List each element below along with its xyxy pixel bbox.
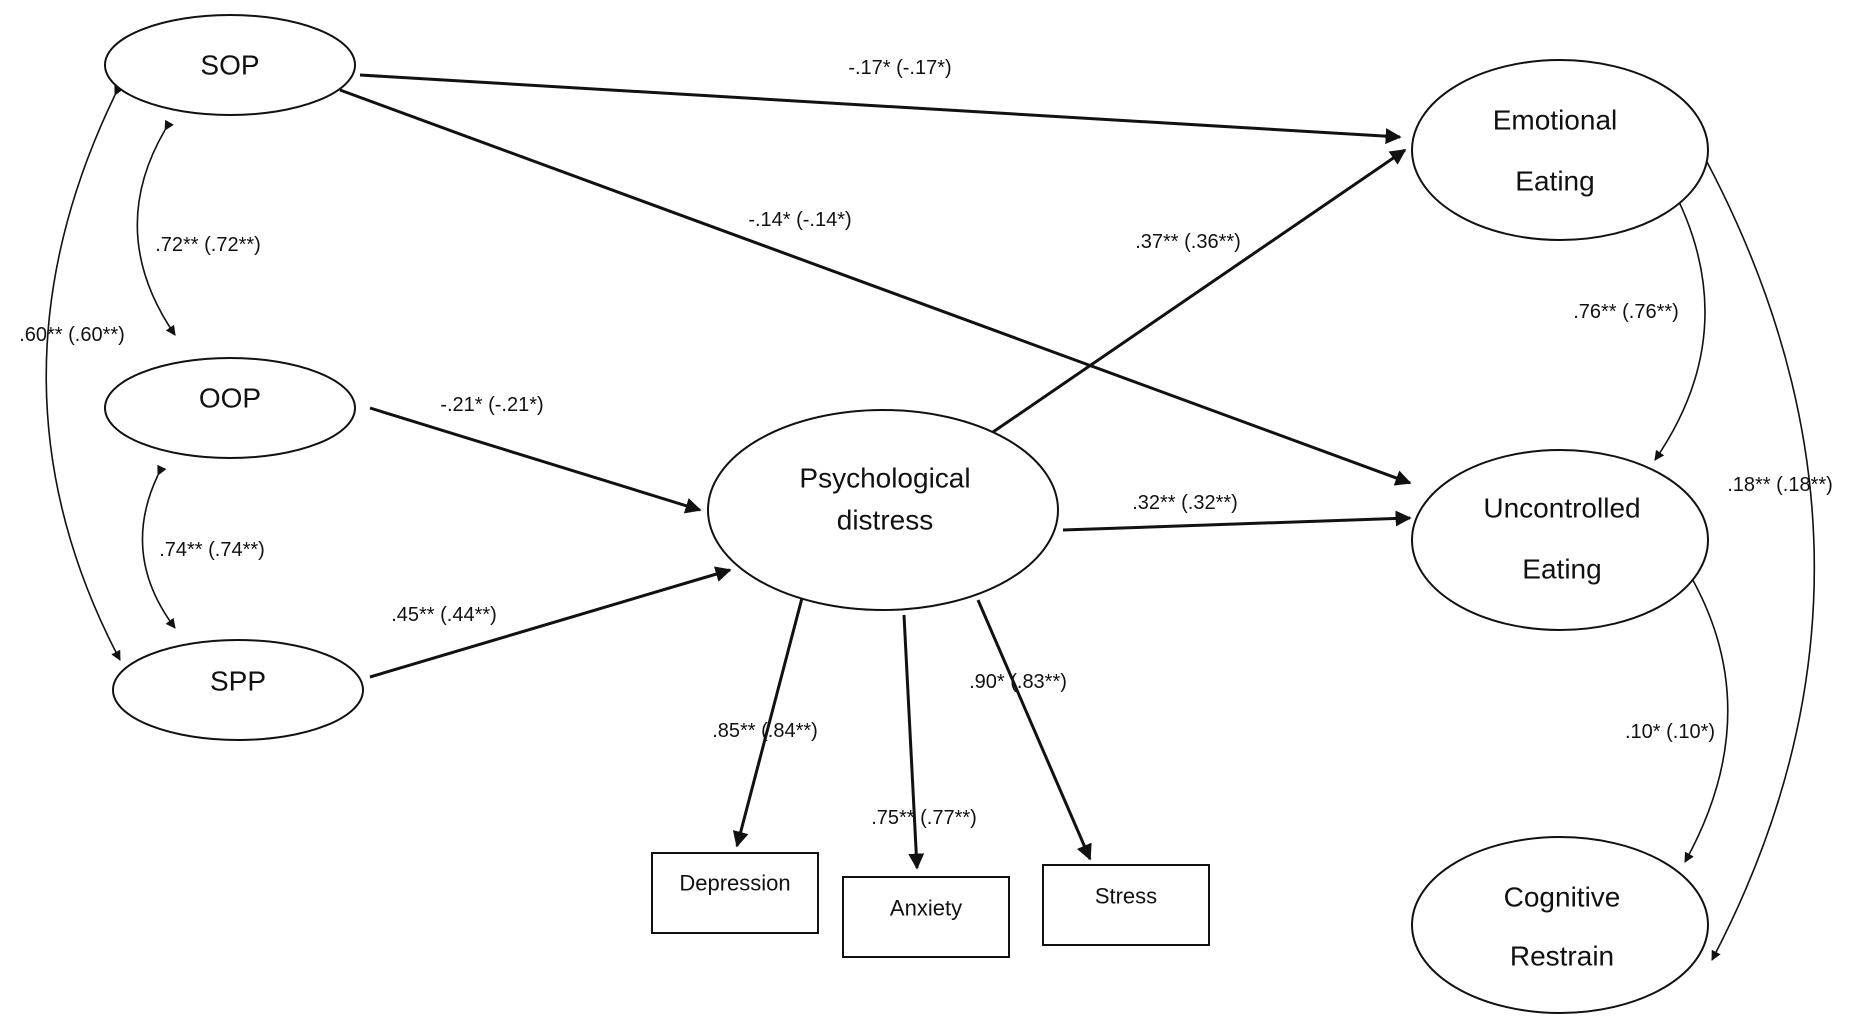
- coef-sop-uncontrolled-eating: -.14* (-.14*): [748, 209, 851, 231]
- node-psych-label-line2: distress: [837, 505, 933, 536]
- path-psych-anxiety: [902, 614, 925, 870]
- cov-emotional-cognitive: [1663, 89, 1816, 961]
- coef-emotional-uncontrolled: .76** (.76**): [1573, 301, 1679, 323]
- node-uncontrolled-eating-label-line2: Eating: [1522, 554, 1601, 585]
- node-oop-ellipse: [104, 357, 356, 459]
- node-anxiety-box: [842, 876, 1010, 958]
- coef-oop-psych: -.21* (-.21*): [440, 394, 543, 416]
- cov-uncontrolled-cognitive: [1681, 564, 1729, 863]
- node-depression-box: [651, 852, 819, 934]
- node-uncontrolled-eating-label-line1: Uncontrolled: [1483, 493, 1640, 524]
- node-cognitive-restrain-label-line1: Cognitive: [1504, 882, 1621, 913]
- path-psych-stress: [976, 599, 1092, 861]
- path-sop-emotional-eating: [359, 73, 1402, 145]
- node-emotional-eating-label-line2: Eating: [1515, 166, 1594, 197]
- coef-emotional-cognitive: .18** (.18**): [1727, 474, 1833, 496]
- coef-sop-spp: .60** (.60**): [19, 324, 125, 346]
- node-stress-label: Stress: [1095, 884, 1157, 909]
- cov-oop-spp: [141, 464, 176, 629]
- coef-spp-psych: .45** (.44**): [391, 604, 497, 626]
- node-sop-ellipse: [104, 14, 356, 116]
- coef-sop-emotional-eating: -.17* (-.17*): [848, 57, 951, 79]
- node-anxiety-label: Anxiety: [890, 896, 962, 921]
- coef-oop-spp: .74** (.74**): [159, 539, 265, 561]
- path-sop-uncontrolled-eating: [339, 88, 1412, 486]
- coef-sop-oop: .72** (.72**): [155, 234, 261, 256]
- path-psych-uncontrolled-eating: [1062, 510, 1412, 532]
- coef-psych-uncontrolled-eating: .32** (.32**): [1132, 492, 1238, 514]
- cov-sop-spp: [45, 84, 124, 661]
- path-oop-psych: [369, 406, 702, 514]
- node-spp-label: SPP: [210, 666, 266, 697]
- node-cognitive-restrain-ellipse: [1411, 836, 1709, 1014]
- coef-uncontrolled-cognitive: .10* (.10*): [1625, 721, 1715, 743]
- node-depression-label: Depression: [679, 871, 790, 896]
- path-psych-depression: [732, 597, 804, 848]
- node-psych-label-line1: Psychological: [799, 463, 970, 494]
- node-oop-label: OOP: [199, 383, 261, 414]
- coef-psych-depression: .85** (.84**): [712, 720, 818, 742]
- node-psych-ellipse: [707, 409, 1059, 611]
- node-emotional-eating-ellipse: [1411, 59, 1709, 241]
- path-psych-emotional-eating: [992, 148, 1407, 434]
- coef-psych-stress: .90* (.83**): [969, 671, 1067, 693]
- node-cognitive-restrain-label-line2: Restrain: [1510, 941, 1614, 972]
- node-stress-box: [1042, 864, 1210, 946]
- path-spp-psych: [369, 566, 732, 679]
- cov-sop-oop: [136, 119, 176, 336]
- node-emotional-eating-label-line1: Emotional: [1493, 105, 1618, 136]
- node-spp-ellipse: [112, 639, 364, 741]
- node-sop-label: SOP: [200, 50, 259, 81]
- coef-psych-anxiety: .75** (.77**): [871, 807, 977, 829]
- node-uncontrolled-eating-ellipse: [1411, 449, 1709, 631]
- coef-psych-emotional-eating: .37** (.36**): [1135, 231, 1241, 253]
